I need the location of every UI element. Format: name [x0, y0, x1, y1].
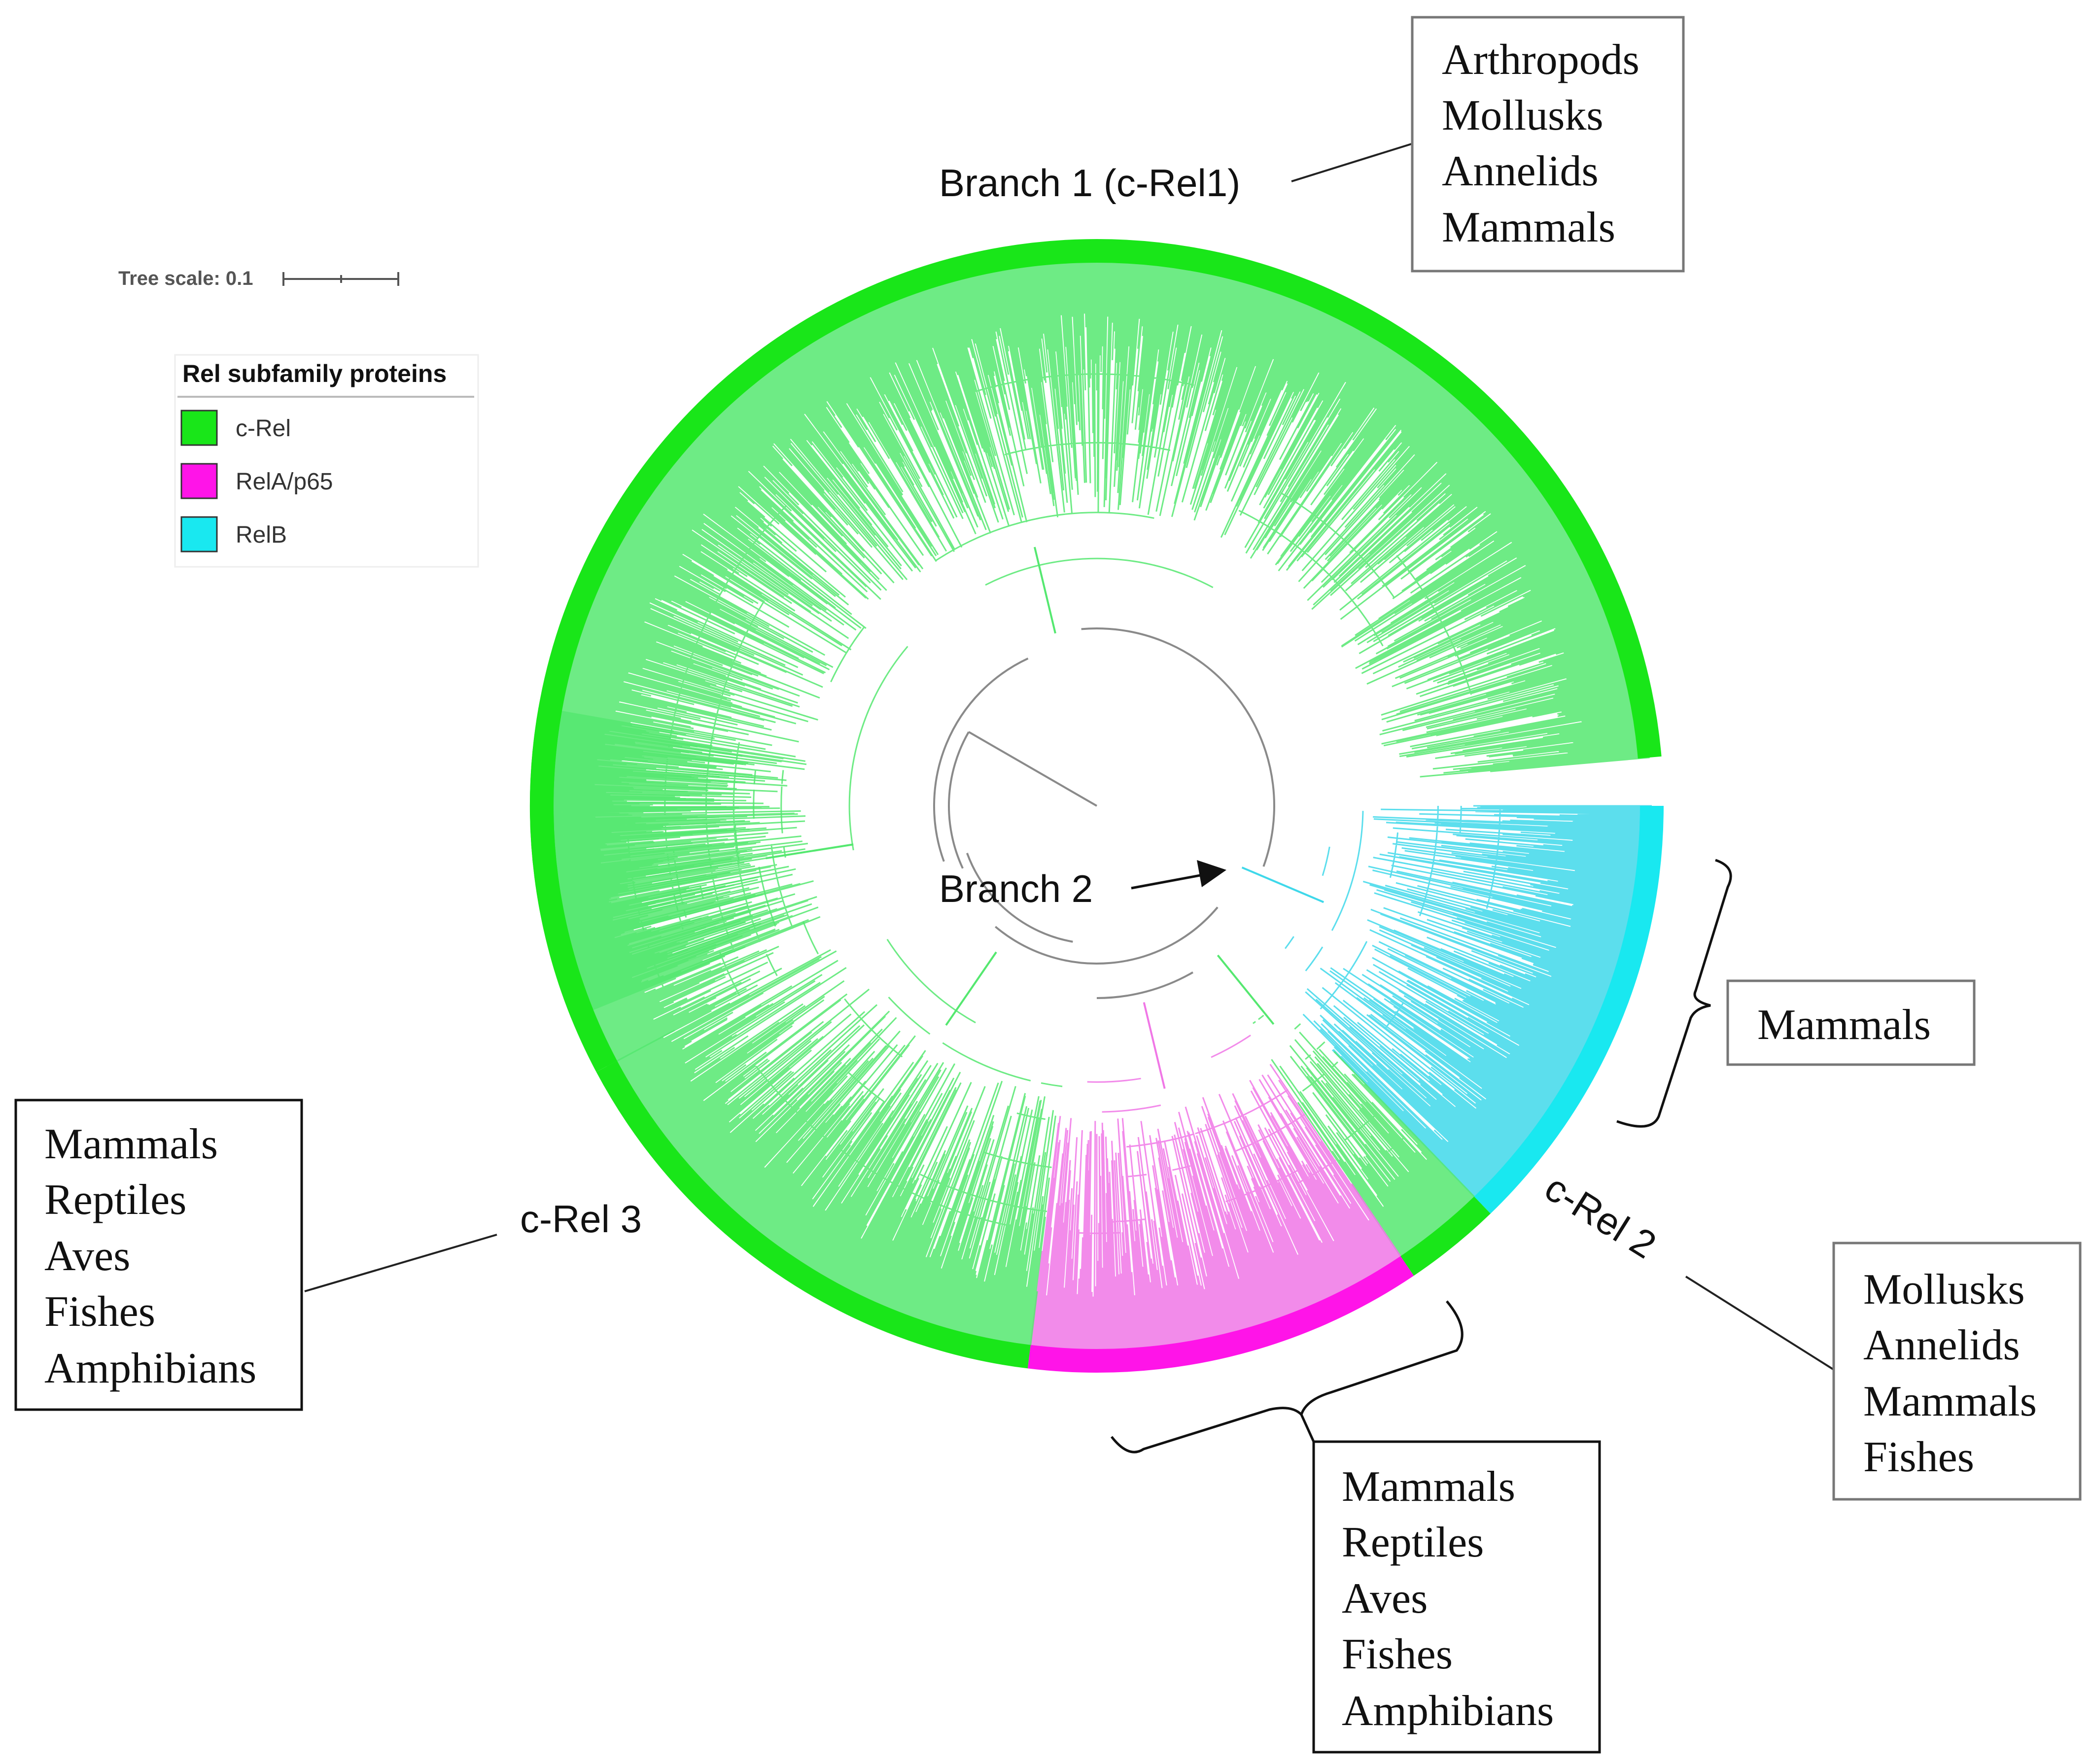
taxon-label: Mammals: [1442, 204, 1615, 251]
crel2-taxa-box: [1832, 1242, 2082, 1501]
branch1-annotation: Branch 1 (c-Rel1) Arthropods Mollusks An…: [939, 16, 1685, 273]
legend-label: c-Rel: [236, 415, 291, 442]
legend-item: c-Rel: [180, 410, 291, 446]
clade-branches: [1253, 1014, 1483, 1267]
clade-stem: [1033, 547, 1056, 634]
relb-bracket: [1616, 859, 1732, 1128]
clade-stem: [945, 951, 997, 1026]
clade-stem: [1241, 866, 1325, 903]
crel3-leader-line: [304, 1234, 497, 1292]
taxon-label: Mammals: [1342, 1463, 1515, 1511]
legend-title: Rel subfamily proteins: [182, 360, 447, 387]
taxon-label: Aves: [44, 1232, 130, 1280]
taxon-label: Mammals: [44, 1120, 218, 1168]
ring-segment: [596, 1061, 1031, 1369]
legend-swatch-rela: [180, 463, 218, 499]
legend-label: RelB: [236, 522, 287, 548]
clade-stem: [1143, 1002, 1166, 1089]
clade-branches: [541, 708, 819, 1067]
rela-annotation: Mammals Reptiles Aves Fishes Amphibians: [1111, 1300, 1601, 1754]
taxon-label: Annelids: [1442, 147, 1599, 195]
taxon-label: Arthropods: [1442, 36, 1639, 84]
taxon-label: Fishes: [1863, 1433, 1974, 1481]
crel2-leader-line: [1685, 1276, 1837, 1372]
taxon-label: Amphibians: [1342, 1687, 1554, 1735]
taxon-label: Fishes: [1342, 1630, 1453, 1678]
backbone-arc: [966, 853, 1073, 943]
legend: Rel subfamily proteins c-Rel RelA/p65 Re…: [174, 354, 479, 568]
rela-bracket-tail: [1300, 1414, 1315, 1443]
taxon-label: Mollusks: [1863, 1266, 2025, 1314]
subfamily-ring: [530, 239, 1664, 1373]
legend-item: RelA/p65: [180, 463, 333, 499]
clade-fan: [606, 938, 1063, 1357]
taxon-label: Reptiles: [1342, 1519, 1484, 1566]
clade-stem: [766, 843, 854, 860]
taxon-label: Annelids: [1863, 1321, 2020, 1369]
crel2-label: c-Rel 2: [1537, 1166, 1664, 1267]
taxon-label: Reptiles: [44, 1176, 186, 1224]
branch1-leader-line: [1291, 142, 1415, 182]
legend-label: RelA/p65: [236, 469, 333, 495]
taxon-label: Aves: [1342, 1575, 1428, 1623]
legend-frame: [174, 354, 479, 568]
legend-swatch-relb: [180, 516, 218, 553]
root-branch: [968, 731, 1097, 807]
tree-backbone: [933, 627, 1276, 999]
rela-bracket: [1111, 1300, 1464, 1453]
ring-segment: [530, 707, 617, 1072]
tree-scale-label: Tree scale: 0.1: [118, 268, 253, 289]
backbone-arc: [933, 657, 1029, 862]
backbone-arc: [995, 906, 1219, 965]
taxon-label: Amphibians: [44, 1345, 256, 1392]
branch2-label: Branch 2: [939, 867, 1093, 910]
clade-branches: [606, 938, 1063, 1357]
branch1-label: Branch 1 (c-Rel1): [939, 161, 1240, 205]
tree-scale: Tree scale: 0.1: [118, 268, 399, 289]
taxon-label: Mammals: [1757, 1001, 1931, 1049]
ring-segment: [1027, 1256, 1414, 1373]
crel2-annotation: c-Rel 2 Mollusks Annelids Mammals Fishes: [1537, 1166, 2082, 1501]
branch1-taxa-box: [1411, 16, 1685, 273]
ring-segment: [1400, 1196, 1491, 1276]
relb-taxa-box: [1726, 979, 1976, 1066]
tree-scale-bar: [282, 272, 399, 286]
clade-branches: [1285, 805, 1652, 1206]
legend-item: RelB: [180, 516, 287, 553]
taxon-label: Mollusks: [1442, 92, 1604, 139]
tree-branches: [541, 251, 1652, 1361]
ring-segment: [1474, 805, 1664, 1214]
clade-branches: [1028, 1035, 1408, 1361]
clade-fan: [1253, 1014, 1483, 1267]
crel3-label: c-Rel 3: [520, 1197, 642, 1241]
branch2-annotation: Branch 2: [939, 860, 1226, 910]
backbone-arc: [948, 731, 970, 869]
backbone-arc: [1096, 971, 1193, 999]
backbone-arc: [1081, 627, 1276, 867]
relb-annotation: Mammals: [1616, 859, 1976, 1128]
clade-stem: [1217, 954, 1275, 1025]
clade-fan: [541, 708, 819, 1067]
legend-swatch-crel: [180, 410, 218, 446]
clade-fan: [1285, 805, 1652, 1206]
crel3-taxa-box: [14, 1099, 303, 1411]
branch2-arrow-head: [1197, 860, 1226, 887]
branch2-arrow-shaft: [1131, 873, 1203, 890]
crel3-annotation: c-Rel 3 Mammals Reptiles Aves Fishes Amp…: [14, 1099, 642, 1411]
rela-taxa-box: [1312, 1440, 1601, 1754]
taxon-label: Fishes: [44, 1288, 155, 1336]
clade-fan: [1028, 1035, 1408, 1361]
taxon-label: Mammals: [1863, 1378, 2037, 1425]
